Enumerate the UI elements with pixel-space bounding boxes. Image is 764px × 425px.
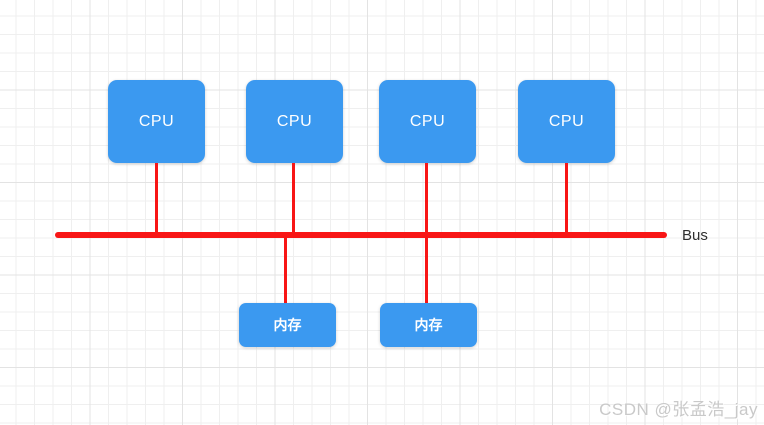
memory-node-2: 内存	[380, 303, 477, 347]
memory-node-1: 内存	[239, 303, 336, 347]
cpu-node-4: CPU	[518, 80, 615, 163]
connector-cpu2-bus	[292, 163, 295, 233]
connector-cpu1-bus	[155, 163, 158, 233]
watermark: CSDN @张孟浩_jay	[599, 400, 758, 419]
bus-line	[55, 232, 667, 238]
connector-bus-memory1	[284, 237, 287, 304]
cpu-node-2: CPU	[246, 80, 343, 163]
bus-label: Bus	[682, 227, 708, 244]
connector-cpu4-bus	[565, 163, 568, 233]
cpu-node-3: CPU	[379, 80, 476, 163]
cpu-node-1: CPU	[108, 80, 205, 163]
